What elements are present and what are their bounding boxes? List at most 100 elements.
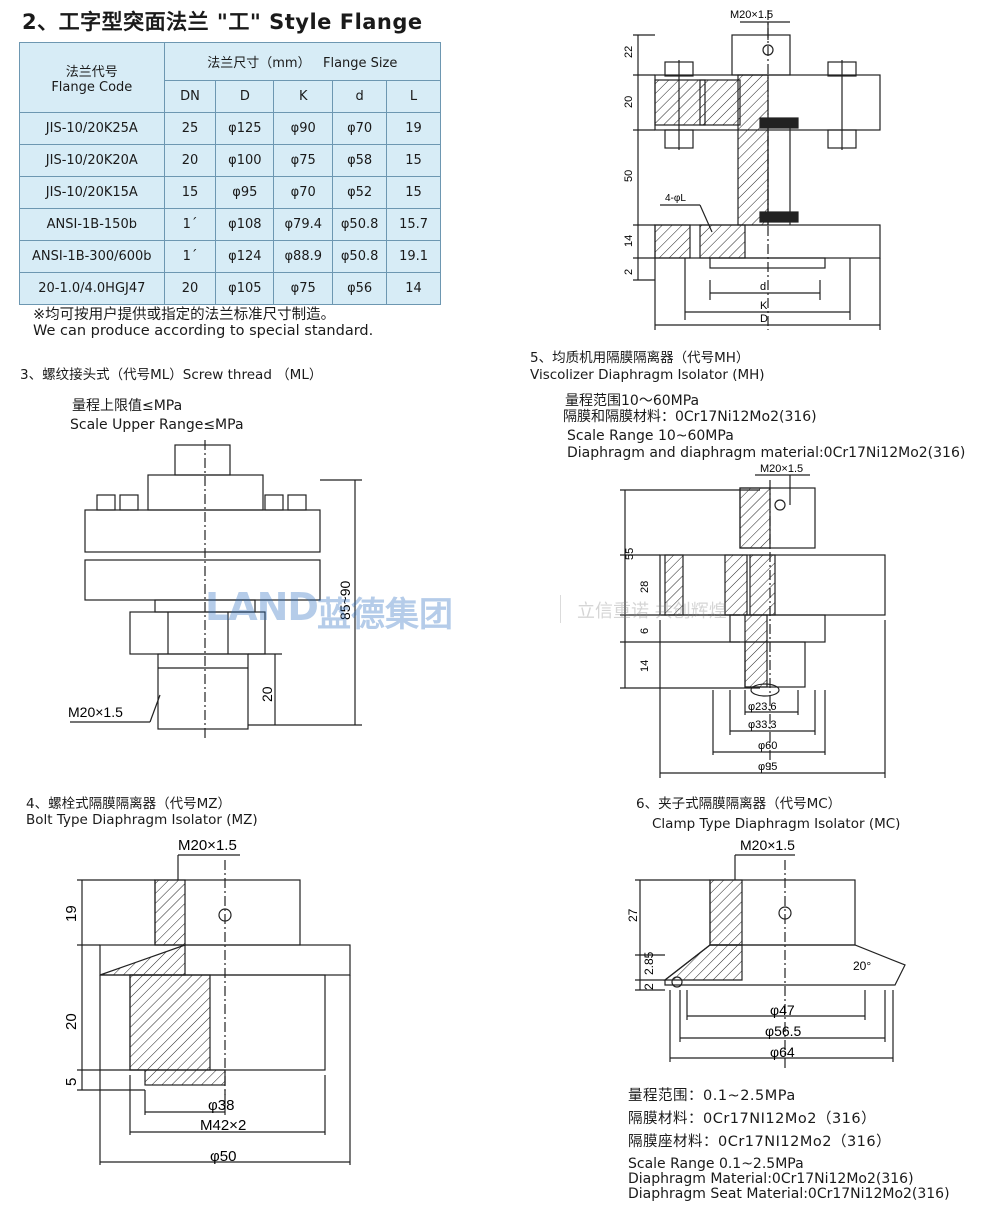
mc-title-en: Clamp Type Diaphragm Isolator (MC)	[652, 816, 901, 832]
flange-drawing-d: d	[760, 281, 766, 293]
header-flange-size: 法兰尺寸（mm） Flange Size	[163, 42, 442, 81]
mc-d3: φ64	[770, 1044, 795, 1060]
mh-d3: φ60	[758, 740, 777, 752]
mz-dim-5: 5	[63, 1078, 80, 1086]
mh-dim-28: 28	[639, 581, 651, 593]
header-col: K	[273, 80, 334, 113]
cell: φ56	[332, 272, 388, 305]
mh-range-cn: 量程范围10～60MPa	[565, 393, 700, 409]
cell: ANSI-1B-300/600b	[19, 240, 165, 273]
header-col: DN	[163, 80, 217, 113]
cell: φ79.4	[273, 208, 334, 241]
cell: JIS-10/20K15A	[19, 176, 165, 209]
cell: φ50.8	[332, 208, 388, 241]
header-col: D	[215, 80, 275, 113]
ml-length: 20	[259, 686, 275, 702]
cell: 19.1	[386, 240, 441, 273]
cell: φ52	[332, 176, 388, 209]
cell: 1´	[163, 240, 217, 273]
cell: φ125	[215, 112, 275, 145]
mc-dim-2: 2	[642, 983, 656, 990]
mc-mat2-cn: 隔膜座材料：0Cr17NI12Mo2（316）	[628, 1134, 892, 1150]
cell: ANSI-1B-150b	[19, 208, 165, 241]
cell: φ70	[273, 176, 334, 209]
mz-dim-19: 19	[63, 905, 80, 922]
mc-mat1-en: Diaphragm Material:0Cr17Ni12Mo2(316)	[628, 1171, 914, 1187]
cell: 1´	[163, 208, 217, 241]
dim-20: 20	[623, 96, 635, 108]
dim-50: 50	[623, 170, 635, 182]
cell: φ124	[215, 240, 275, 273]
mc-dim-285: 2.85	[642, 951, 656, 975]
ml-drawing: 85~90 20 M20×1.5	[68, 440, 362, 740]
mc-range-en: Scale Range 0.1~2.5MPa	[628, 1156, 804, 1172]
watermark-logo: LAND	[205, 585, 319, 629]
cell: 25	[163, 112, 217, 145]
mh-d4: φ95	[758, 761, 777, 773]
mc-range-cn: 量程范围：0.1~2.5MPa	[628, 1088, 796, 1104]
mz-dim-20: 20	[63, 1013, 80, 1030]
flange-drawing-holes: 4-φL	[665, 193, 686, 204]
mc-mat2-en: Diaphragm Seat Material:0Cr17Ni12Mo2(316…	[628, 1186, 950, 1202]
dim-14: 14	[623, 235, 635, 247]
mz-d1: φ38	[208, 1097, 234, 1114]
mz-m42: M42×2	[200, 1117, 246, 1134]
watermark: LAND 蓝德集团 立信重诺 共创辉煌	[205, 585, 805, 635]
mc-dim-27: 27	[626, 908, 640, 922]
cell: 20-1.0/4.0HGJ47	[19, 272, 165, 305]
mc-m20: M20×1.5	[740, 837, 795, 853]
cell: φ105	[215, 272, 275, 305]
dim-2: 2	[623, 269, 635, 275]
mh-drawing: M20×1.5 φ23.6 φ33.3 φ60 φ95 55 28 6 14	[620, 463, 886, 778]
mz-d2: φ50	[210, 1148, 236, 1165]
mh-d1: φ23.6	[748, 701, 777, 713]
mh-material-cn: 隔膜和隔膜材料：0Cr17Ni12Mo2(316)	[563, 409, 817, 425]
flange-drawing-k: K	[760, 300, 768, 312]
mh-dim-14: 14	[639, 660, 651, 672]
mc-title-cn: 6、夹子式隔膜隔离器（代号MC）	[636, 796, 842, 812]
flange-section-title: 2、工字型突面法兰 "工" Style Flange	[22, 10, 423, 34]
mc-d2: φ56.5	[765, 1023, 802, 1039]
cell: 15	[386, 144, 441, 177]
mc-angle: 20°	[853, 959, 871, 973]
flange-note-en: We can produce according to special stan…	[33, 323, 374, 339]
cell: φ75	[273, 144, 334, 177]
header-flange-code: 法兰代号 Flange Code	[19, 42, 165, 113]
mc-drawing: M20×1.5 20° φ47 φ56.5 φ64 27 2.85 2	[626, 837, 906, 1070]
cell: φ70	[332, 112, 388, 145]
mz-title-en: Bolt Type Diaphragm Isolator (MZ)	[26, 812, 258, 828]
mh-d2: φ33.3	[748, 719, 777, 731]
cell: 20	[163, 144, 217, 177]
watermark-slogan: 立信重诺 共创辉煌	[577, 601, 727, 622]
mh-dim-55: 55	[624, 548, 636, 560]
cell: φ90	[273, 112, 334, 145]
ml-range-en: Scale Upper Range≤MPa	[70, 417, 244, 433]
cell: φ58	[332, 144, 388, 177]
watermark-divider	[560, 595, 561, 623]
mh-dim-6: 6	[639, 628, 651, 634]
header-col: d	[332, 80, 388, 113]
mh-title-en: Viscolizer Diaphragm Isolator (MH)	[530, 367, 765, 383]
cell: φ100	[215, 144, 275, 177]
flange-drawing-D: D	[760, 313, 768, 325]
cell: JIS-10/20K25A	[19, 112, 165, 145]
flange-note-cn: ※均可按用户提供或指定的法兰标准尺寸制造。	[33, 307, 336, 323]
mz-m20: M20×1.5	[178, 837, 237, 854]
cell: 19	[386, 112, 441, 145]
cell: φ88.9	[273, 240, 334, 273]
cell: 15.7	[386, 208, 441, 241]
cell: 14	[386, 272, 441, 305]
watermark-name: 蓝德集团	[317, 595, 453, 635]
flange-drawing-m20: M20×1.5	[730, 9, 773, 21]
mh-title-cn: 5、均质机用隔膜隔离器（代号MH）	[530, 350, 750, 366]
header-col: L	[386, 80, 441, 113]
ml-thread: M20×1.5	[68, 704, 123, 720]
ml-height: 85~90	[337, 580, 353, 620]
mc-d1: φ47	[770, 1002, 795, 1018]
mh-m20: M20×1.5	[760, 463, 803, 475]
